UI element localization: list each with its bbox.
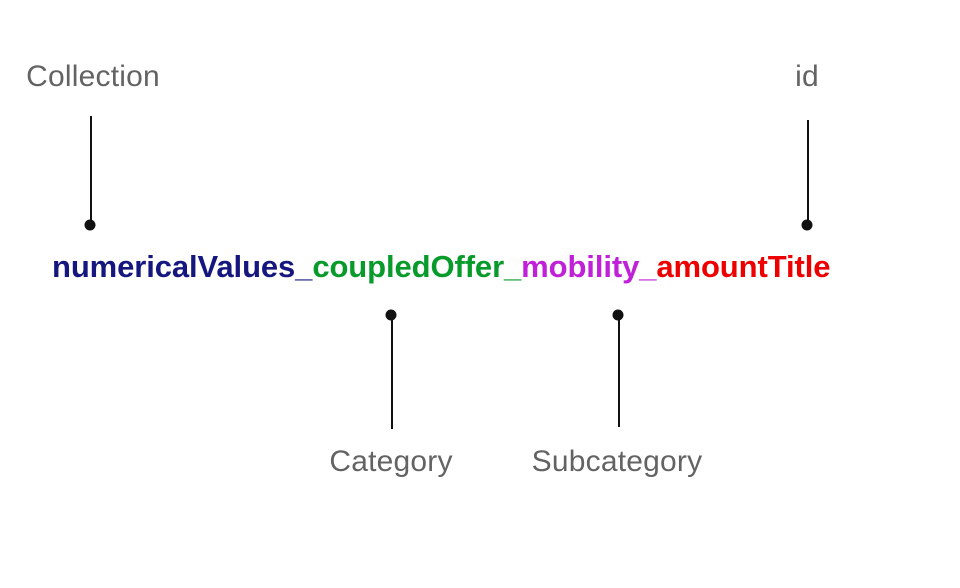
connector-dot-collection (84, 219, 96, 231)
annotation-label-collection: Collection (26, 60, 160, 93)
identifier-segment-collection: numericalValues_ (52, 249, 313, 284)
connector-line-id (807, 120, 809, 222)
annotation-label-id: id (795, 60, 819, 93)
connector-dot-id (801, 219, 813, 231)
connector-dot-category (385, 309, 397, 321)
annotation-label-category: Category (329, 445, 453, 478)
identifier-segment-subcategory: mobility_ (521, 249, 657, 284)
connector-line-subcategory (618, 318, 620, 427)
connector-line-collection (90, 116, 92, 222)
identifier-segment-id: amountTitle (656, 249, 831, 284)
connector-line-category (391, 318, 393, 429)
identifier-segment-category: coupledOffer_ (312, 249, 522, 284)
annotation-label-subcategory: Subcategory (531, 445, 703, 478)
connector-dot-subcategory (612, 309, 624, 321)
identifier-string: numericalValues_coupledOffer_mobility_am… (52, 249, 830, 285)
